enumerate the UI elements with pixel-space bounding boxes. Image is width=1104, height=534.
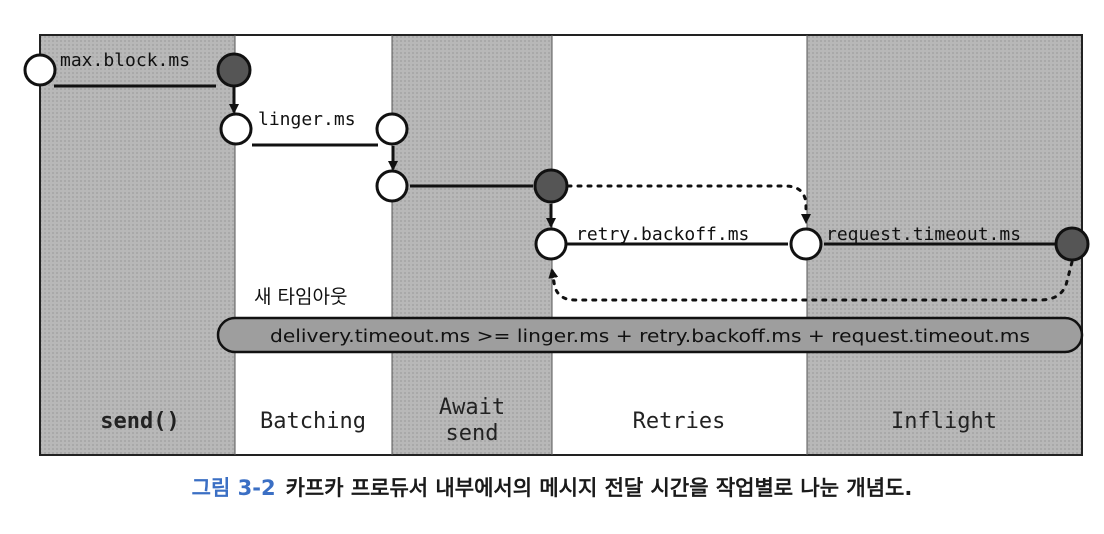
stage-column-batching <box>235 35 392 455</box>
formula-text: delivery.timeout.ms >= linger.ms + retry… <box>270 326 1030 347</box>
new-timeout-label: 새 타임아웃 <box>254 286 347 308</box>
await-send-start-circle <box>375 169 409 203</box>
max-block-label: max.block.ms <box>60 50 190 71</box>
retry-backoff-label: retry.backoff.ms <box>576 224 749 245</box>
stage-label-batching: Batching <box>260 409 366 434</box>
stage-label-inflight: Inflight <box>891 409 997 434</box>
start-circle <box>23 53 57 87</box>
figure-number: 그림 3-2 <box>191 476 276 500</box>
stage-column-await-send <box>392 35 552 455</box>
stage-label-retries: Retries <box>633 409 726 434</box>
stage-label-send: send() <box>100 409 179 434</box>
send-circle <box>533 168 569 204</box>
linger-label: linger.ms <box>258 109 356 130</box>
batching-start-circle <box>219 112 253 146</box>
request-timeout-label: request.timeout.ms <box>826 224 1021 245</box>
formula-pill <box>216 316 1084 354</box>
figure-caption-text: 카프카 프로듀서 내부에서의 메시지 전달 시간을 작업별로 나눈 개념도. <box>285 476 913 500</box>
figure-caption: 그림 3-2 카프카 프로듀서 내부에서의 메시지 전달 시간을 작업별로 나눈 … <box>0 472 1104 502</box>
producer-timeline-diagram: max.block.ms linger.ms retry.backoff.ms … <box>23 34 1090 456</box>
stage-label-send-line2: send <box>446 421 499 446</box>
linger-end-circle <box>375 112 409 146</box>
retry-start-circle <box>534 227 568 261</box>
max-block-end-circle <box>216 52 252 88</box>
stage-column-send <box>40 35 235 455</box>
request-end-circle <box>1054 226 1090 262</box>
inflight-start-circle <box>789 227 823 261</box>
dotted-path-retry-loop <box>548 260 1074 302</box>
dotted-path-to-inflight <box>566 184 811 224</box>
stage-label-await: Await <box>439 395 505 420</box>
